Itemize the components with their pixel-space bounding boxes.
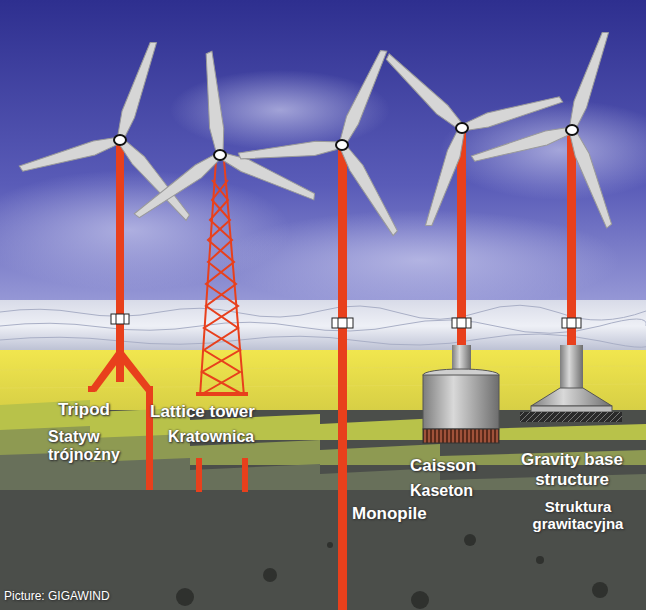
- foundation-name: Caisson: [410, 456, 510, 476]
- foundation-name-polish: Kratownica: [168, 428, 278, 446]
- foundation-name: Lattice tower: [150, 402, 280, 422]
- foundation-name: Monopile: [352, 504, 452, 524]
- foundation-name-polish: Statyw trójnożny: [48, 428, 138, 465]
- foundation-name-polish: Struktura grawitacyjna: [518, 498, 638, 533]
- picture-credit: Picture: GIGAWIND: [4, 590, 204, 604]
- foundation-name: Tripod: [58, 400, 138, 420]
- foundation-name-polish: Kaseton: [410, 482, 510, 500]
- foundation-name: Gravity base structure: [508, 450, 636, 489]
